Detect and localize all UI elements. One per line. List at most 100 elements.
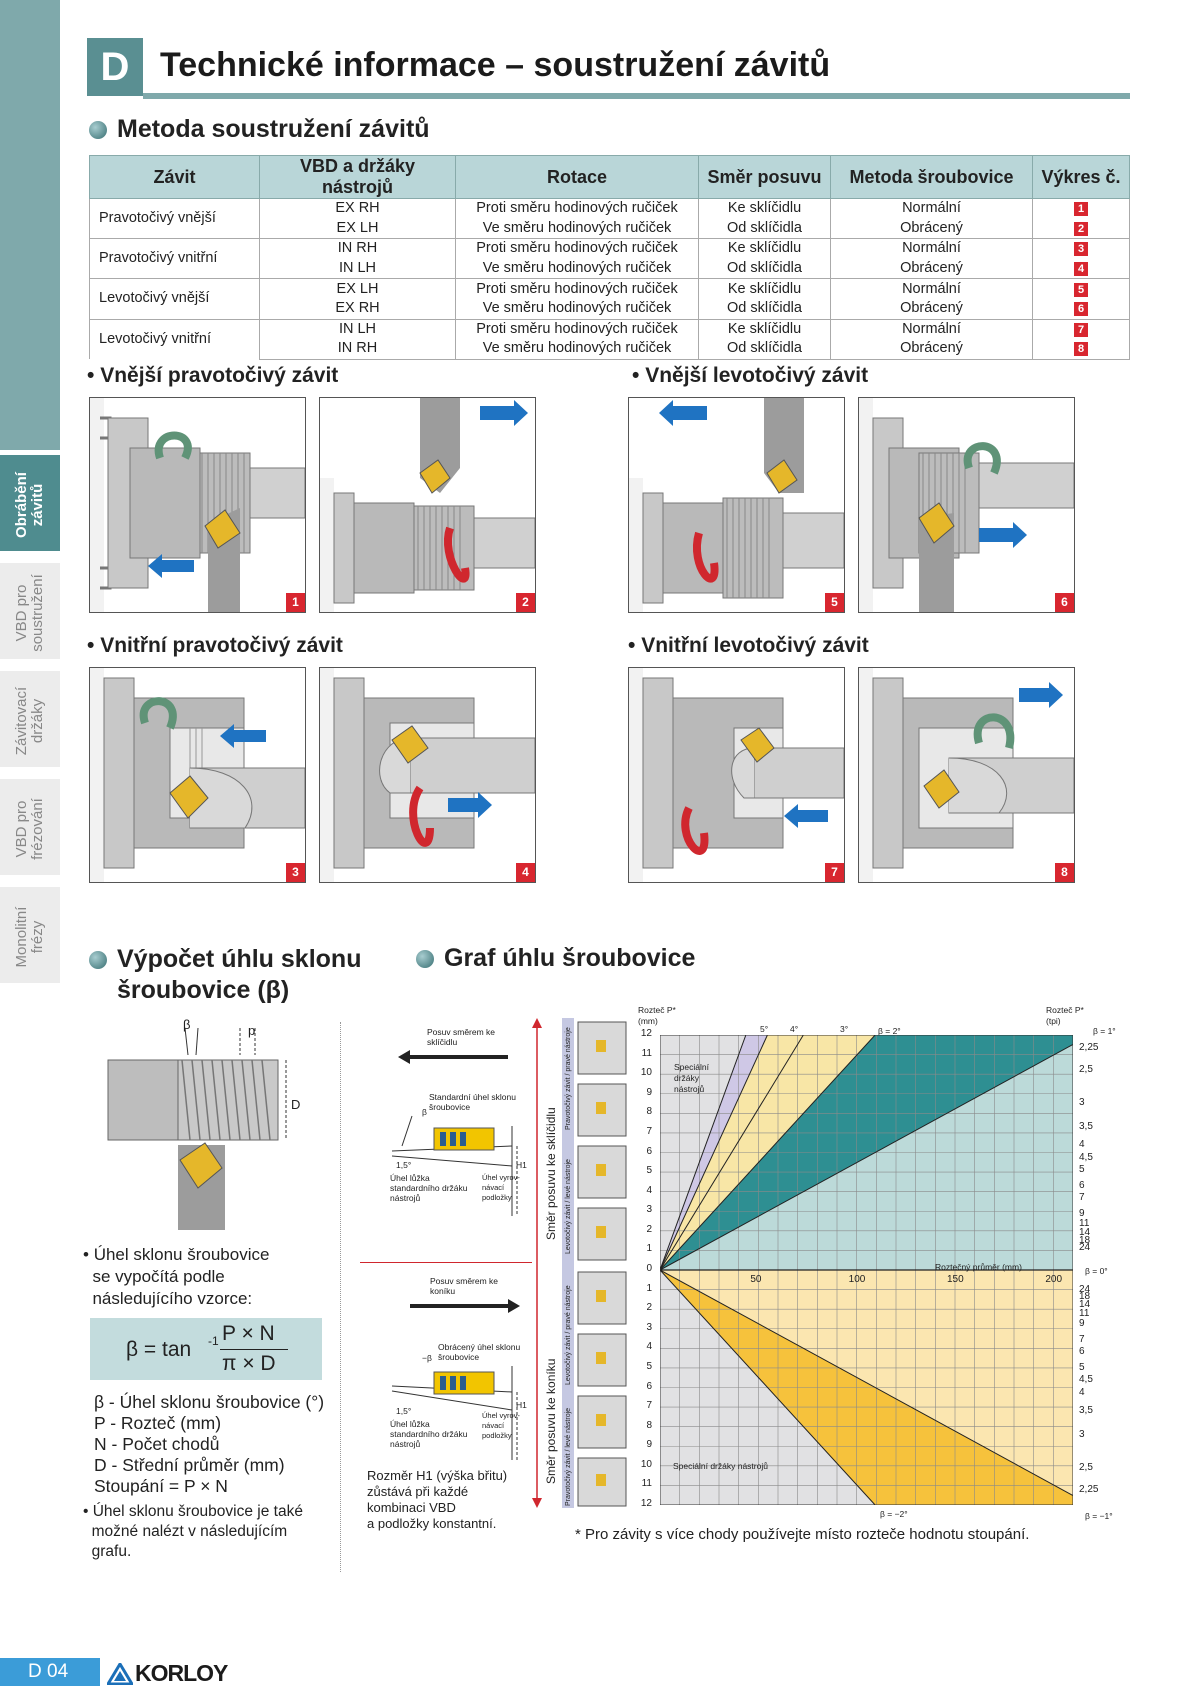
- legend-line: D - Střední průměr (mm): [94, 1455, 285, 1475]
- reverse-angle-drawing: [391, 1366, 518, 1460]
- cell-drawing: 3: [1032, 238, 1130, 259]
- label-h1-bottom: H1: [516, 1400, 527, 1410]
- cell-feed: Ke sklíčidlu: [698, 278, 831, 299]
- cell-tool: IN RH: [259, 339, 456, 360]
- cell-rotation: Proti směru hodinových ručiček: [455, 278, 699, 299]
- drawing-number: 6: [1055, 593, 1074, 612]
- tpi-tick-label: 3: [1079, 1097, 1085, 1109]
- sidebar: Obrábění závitů VBD pro soustružení Závi…: [0, 0, 60, 1698]
- y-tick-label: 4: [646, 1184, 652, 1196]
- label-feed-to-chuck: Posuv směrem ke sklíčidlu: [427, 1027, 496, 1047]
- cell-drawing: 6: [1032, 298, 1130, 320]
- strip-label-1: Pravotočivý závit / pravé nástroje: [565, 1027, 572, 1130]
- chart-frame: [660, 1035, 1073, 1505]
- cell-method: Normální: [830, 238, 1033, 259]
- y-tick-label: 11: [641, 1047, 652, 1059]
- label-beta: β: [183, 1017, 191, 1032]
- formula-denominator: π × D: [222, 1352, 276, 1375]
- section-title-calc: Výpočet úhlu sklonu šroubovice (β): [89, 944, 361, 1006]
- drawing-number: 1: [286, 593, 305, 612]
- method-table: Závit VBD a držáky nástrojů Rotace Směr …: [89, 155, 1130, 360]
- col-header-tool: VBD a držáky nástrojů: [259, 155, 456, 199]
- drawing-number-badge: 3: [1074, 242, 1088, 257]
- formula-numerator: P × N: [222, 1322, 275, 1345]
- beta-line: [660, 1035, 876, 1271]
- label-holder-seat-angle: Úhel lůžka standardního držáku nástrojů: [390, 1173, 468, 1203]
- label-reverse-angle: Obrácený úhel sklonu šroubovice: [438, 1342, 521, 1362]
- tpi-tick-label: 4: [1079, 1138, 1085, 1150]
- col-header-feed: Směr posuvu: [698, 155, 831, 199]
- drawing-number-badge: 7: [1074, 322, 1088, 337]
- y-tick-label: 9: [646, 1086, 652, 1098]
- y-tick-label: 12: [640, 1498, 652, 1509]
- sidebar-tab-threading-holders[interactable]: Závitovací držáky: [0, 671, 60, 771]
- y-tick-label: 0: [646, 1263, 652, 1274]
- tpi-tick-label: 5: [1079, 1163, 1085, 1175]
- y-tick-label: 9: [646, 1439, 652, 1451]
- y-tick-label: 3: [646, 1321, 652, 1333]
- table-row: Levotočivý vnější EX LH Proti směru hodi…: [89, 278, 1130, 320]
- tpi-tick-label: 24: [1079, 1242, 1091, 1254]
- beta-line-neg: [660, 1269, 1073, 1496]
- cell-thread: Pravotočivý vnitřní: [89, 238, 260, 279]
- tpi-tick-label: 7: [1079, 1191, 1085, 1203]
- diagram-4: 4: [319, 667, 536, 883]
- drawing-number-badge: 6: [1074, 302, 1088, 317]
- chart-lines: [660, 1035, 1073, 1505]
- arrow-right-icon: [410, 1299, 520, 1313]
- beta-label-neg1: β = −1°: [1085, 1511, 1113, 1521]
- label-special-holders-top: Speciální držáky nástrojů: [674, 1062, 709, 1094]
- tpi-tick-label: 6: [1079, 1180, 1085, 1192]
- beta-label-0: β = 0°: [1085, 1266, 1108, 1276]
- beta-label-3: 3°: [840, 1024, 849, 1034]
- title-internal-right-thread: • Vnitřní pravotočivý závit: [87, 634, 343, 657]
- x-tick-label: 100: [848, 1274, 866, 1285]
- diagram-7: 7: [628, 667, 845, 883]
- section-title-method: Metoda soustružení závitů: [89, 115, 430, 144]
- bullet-icon: [89, 121, 107, 139]
- y-tick-label: 6: [646, 1380, 652, 1392]
- diagram-2: 2: [319, 397, 536, 613]
- tpi-tick-label: 7: [1079, 1334, 1085, 1346]
- cell-tool: IN LH: [259, 258, 456, 279]
- cell-feed: Ke sklíčidlu: [698, 238, 831, 259]
- cell-rotation: Proti směru hodinových ručiček: [455, 318, 699, 340]
- tpi-tick-label: 4,5: [1079, 1373, 1093, 1385]
- diagram-3-illustration: [90, 668, 305, 882]
- cell-rotation: Proti směru hodinových ručiček: [455, 197, 699, 219]
- strip-label-2: Levotočivý závit / levé nástroje: [565, 1159, 572, 1254]
- cell-method: Obrácený: [830, 339, 1033, 360]
- diagram-5-illustration: [629, 398, 844, 612]
- drawing-number: 3: [286, 863, 305, 882]
- cell-tool: IN LH: [259, 318, 456, 340]
- diagram-6-illustration: [859, 398, 1074, 612]
- page-number: D 04: [0, 1658, 100, 1686]
- legend-line: Stoupání = P × N: [94, 1476, 228, 1496]
- arrow-left-icon: [398, 1050, 508, 1064]
- label-beta-small-neg: −β: [422, 1353, 432, 1363]
- table-row: Pravotočivý vnější EX RH Proti směru hod…: [89, 197, 1130, 239]
- axis-divider-line: [360, 1262, 532, 1263]
- sidebar-tab-turning-inserts[interactable]: VBD pro soustružení: [0, 563, 60, 663]
- sidebar-tab-thread-machining[interactable]: Obrábění závitů: [0, 455, 60, 555]
- drawing-number-badge: 1: [1074, 202, 1088, 217]
- label-h1: H1: [516, 1160, 527, 1170]
- cell-tool: IN RH: [259, 238, 456, 259]
- y-tick-label: 2: [646, 1223, 652, 1235]
- cell-method: Obrácený: [830, 258, 1033, 279]
- title-rule: [143, 93, 1130, 99]
- table-row: Levotočivý vnitřní IN LH Proti směru hod…: [89, 318, 1130, 360]
- cell-method: Normální: [830, 318, 1033, 340]
- axis-label-pitch-mm: Rozteč P* (mm): [638, 1005, 676, 1026]
- y-tick-label: 1: [646, 1243, 652, 1255]
- drawing-number-badge: 2: [1074, 221, 1088, 236]
- sidebar-tab-milling-inserts[interactable]: VBD pro frézování: [0, 779, 60, 879]
- korloy-brand: KORLOY: [135, 1660, 228, 1686]
- cell-method: Normální: [830, 197, 1033, 219]
- table-row: EX LH Ve směru hodinových ručiček Od skl…: [90, 218, 1130, 239]
- drawing-number: 7: [825, 863, 844, 882]
- sidebar-tab-solid-mills[interactable]: Monolitní frézy: [0, 887, 60, 987]
- col-header-drawing: Výkres č.: [1032, 155, 1130, 199]
- label-shim-angle-bottom: Úhel vyrov- návací podložky: [482, 1411, 520, 1440]
- title-external-left-thread: • Vnější levotočivý závit: [632, 364, 869, 387]
